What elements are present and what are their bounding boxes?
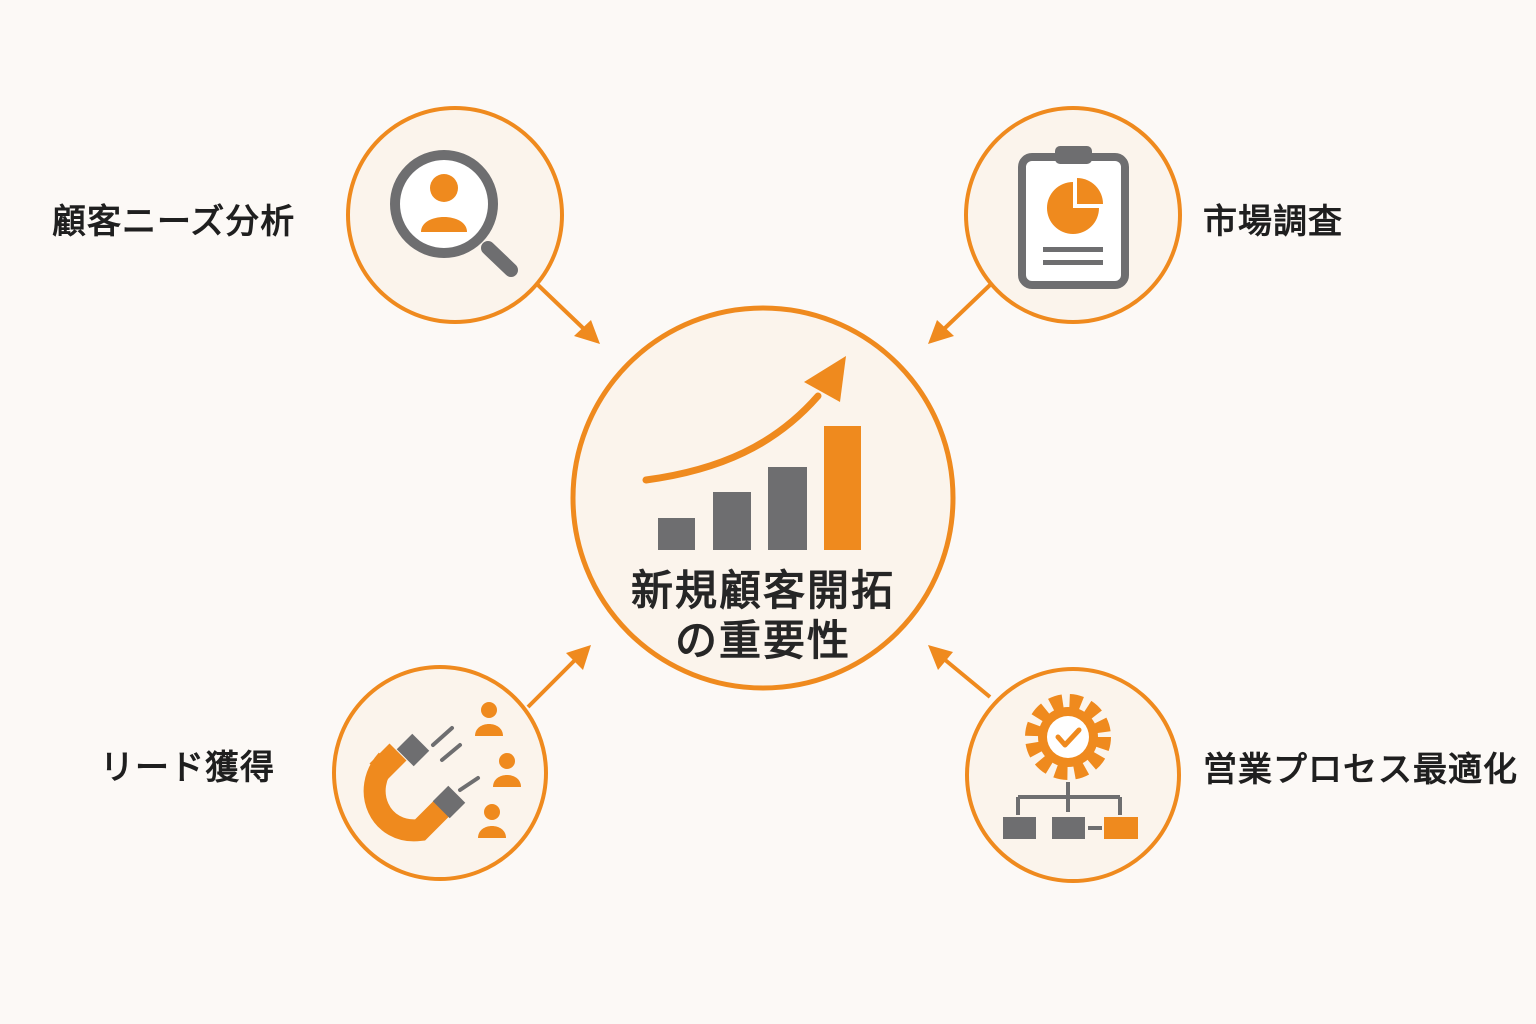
center-title: 新規顧客開拓 の重要性 [580, 566, 946, 666]
label-sales-process: 営業プロセス最適化 [1203, 750, 1518, 790]
arrow-lead-acquisition-to-center [526, 645, 591, 709]
node-circle-lead-acquisition [332, 665, 548, 881]
center-title-line1: 新規顧客開拓 [630, 566, 895, 615]
center-node [570, 305, 956, 691]
label-customer-needs: 顧客ニーズ分析 [52, 202, 296, 242]
arrow-sales-process-to-center [928, 645, 992, 699]
node-circle-market-research [964, 106, 1182, 324]
center-title-line2: の重要性 [674, 616, 851, 665]
clipboard-pie-chart-icon [1018, 146, 1129, 289]
label-market-research: 市場調査 [1203, 202, 1343, 242]
gear-flowchart-icon [1003, 694, 1138, 839]
magnifier-user-icon [390, 150, 518, 277]
label-lead-acquisition: リード獲得 [100, 748, 275, 788]
node-circle-customer-needs [346, 106, 564, 324]
arrow-market-research-to-center [928, 283, 992, 344]
node-circle-sales-process [965, 667, 1181, 883]
magnet-people-icon [363, 702, 521, 842]
growth-chart-icon [642, 356, 861, 550]
connector-arrows [526, 283, 992, 709]
arrow-customer-needs-to-center [536, 283, 600, 344]
